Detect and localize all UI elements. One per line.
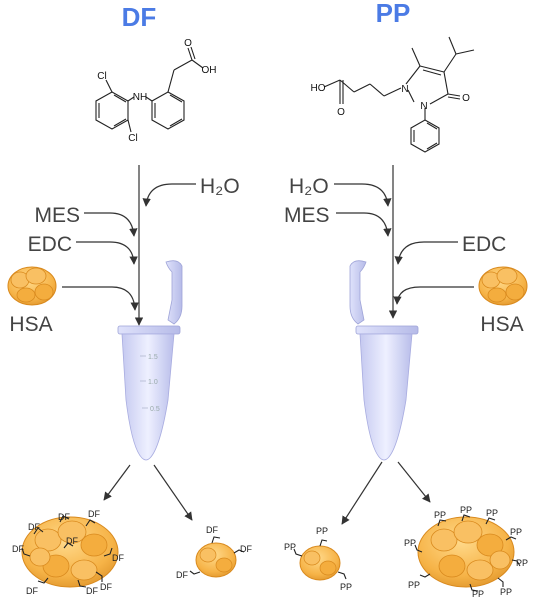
reagent-mes-left: MES — [34, 204, 80, 227]
hsa-protein-right — [478, 266, 528, 306]
atom-ho: HO — [311, 83, 326, 94]
tube-scale-1-5: 1.5 — [148, 354, 158, 361]
tube-scale-0-5: 0.5 — [150, 406, 160, 413]
water-arrow-left — [142, 183, 196, 207]
microtube-right — [349, 260, 419, 461]
tag-pp-8: PP — [472, 589, 484, 599]
atom-cl-top: Cl — [97, 71, 106, 82]
tag-df-small-2: DF — [240, 544, 252, 554]
tag-df-2: DF — [58, 512, 70, 522]
title-pp: PP — [376, 0, 411, 28]
mes-arrow-left — [84, 212, 138, 237]
reagent-h2o-left: H₂O — [200, 175, 240, 198]
conjugate-df-low — [189, 536, 245, 578]
edc-arrow-right — [394, 241, 458, 265]
tag-pp-5: PP — [516, 558, 528, 568]
conjugate-pp-high — [414, 514, 521, 592]
hsa-arrow-right — [393, 286, 474, 305]
conjugate-df-high — [21, 515, 119, 588]
atom-o-ketone: O — [462, 93, 470, 104]
reagent-mes-right: MES — [284, 204, 330, 227]
tube-scale-1-0: 1.0 — [148, 379, 158, 386]
tag-pp-3: PP — [486, 508, 498, 518]
molecule-pp — [323, 36, 475, 153]
tag-df-5: DF — [12, 544, 24, 554]
microtube-left — [117, 260, 183, 461]
tag-pp-2: PP — [460, 505, 472, 515]
tag-df-7: DF — [86, 586, 98, 596]
title-df: DF — [122, 2, 157, 32]
tag-pp-1: PP — [434, 510, 446, 520]
atom-n1: N — [401, 84, 408, 95]
product-arrow-left-a — [103, 464, 131, 501]
atom-o: O — [184, 38, 192, 49]
tag-df-8: DF — [100, 582, 112, 592]
tag-df-3: DF — [88, 509, 100, 519]
product-arrow-right-b — [397, 461, 431, 503]
tag-pp-6: PP — [404, 538, 416, 548]
tag-df-1: DF — [28, 522, 40, 532]
atom-cl-bottom: Cl — [128, 133, 137, 144]
tag-pp-small-2: PP — [284, 542, 296, 552]
reagent-h2o-right: H₂O — [289, 175, 329, 198]
conjugate-pp-low — [293, 539, 347, 581]
reagent-hsa-right: HSA — [480, 313, 523, 336]
product-arrow-left-b — [153, 464, 193, 521]
reagent-edc-left: EDC — [28, 233, 72, 256]
tag-df-small-1: DF — [206, 525, 218, 535]
atom-n2: N — [420, 101, 427, 112]
tag-pp-small-1: PP — [316, 526, 328, 536]
tag-df-6: DF — [26, 586, 38, 596]
edc-arrow-left — [76, 241, 138, 265]
atom-nh: NH — [133, 92, 147, 103]
product-arrow-right-a — [341, 461, 383, 525]
tag-df-4: DF — [112, 553, 124, 563]
tag-df-small-3: DF — [176, 570, 188, 580]
reagent-hsa-left: HSA — [9, 313, 52, 336]
tag-pp-9: PP — [500, 587, 512, 597]
reagent-edc-right: EDC — [462, 233, 506, 256]
atom-oh: OH — [202, 65, 217, 76]
molecule-diclofenac — [95, 46, 204, 133]
hsa-arrow-left — [62, 286, 139, 311]
mes-arrow-right — [336, 212, 392, 237]
atom-o-acid: O — [337, 107, 345, 118]
tag-df-9: DF — [66, 536, 78, 546]
hsa-protein-left — [7, 266, 57, 306]
water-arrow-right — [334, 183, 392, 207]
tag-pp-small-3: PP — [340, 582, 352, 592]
tag-pp-4: PP — [510, 527, 522, 537]
tag-pp-7: PP — [408, 580, 420, 590]
